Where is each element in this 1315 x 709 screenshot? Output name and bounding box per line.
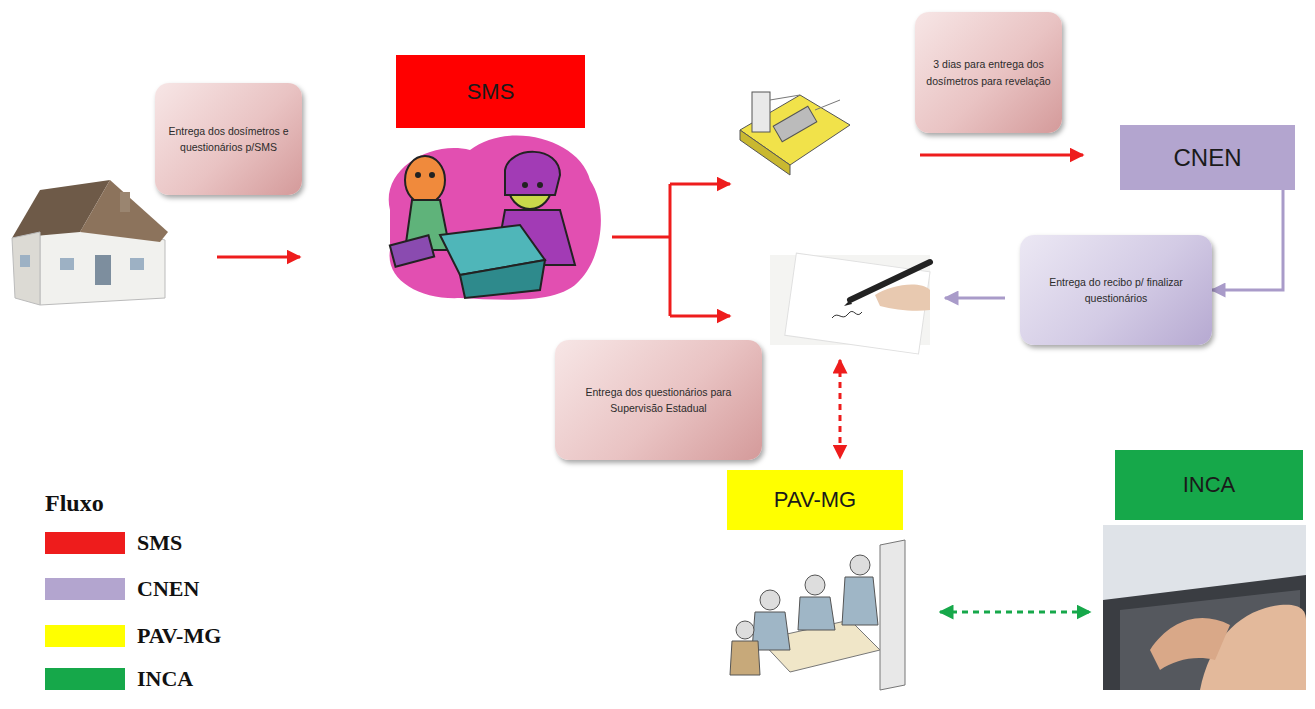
node-text: Entrega dos dosímetros e questionários p… — [165, 123, 292, 156]
legend-swatch — [45, 668, 125, 690]
node-text: INCA — [1183, 472, 1236, 498]
label-bar: PAV-MG — [727, 470, 903, 530]
note-box: 3 dias para entrega dos dosímetros para … — [915, 12, 1062, 133]
receipt-illustration — [770, 253, 930, 354]
legend-text: PAV-MG — [137, 623, 221, 649]
node-text: Entrega do recibo p/ finalizar questioná… — [1030, 274, 1202, 307]
label-bar: INCA — [1115, 450, 1303, 520]
legend-row: CNEN — [45, 576, 199, 602]
laptop-illustration — [1103, 525, 1306, 690]
node-text: Entrega dos questionários para Supervisã… — [565, 384, 752, 417]
note-box: Entrega do recibo p/ finalizar questioná… — [1020, 235, 1212, 345]
team-illustration — [730, 540, 905, 690]
note-box: Entrega dos dosímetros e questionários p… — [155, 83, 302, 195]
node-text: PAV-MG — [774, 487, 856, 513]
dosimeter-illustration — [740, 92, 850, 175]
flow-arrows — [217, 155, 1090, 612]
legend-text: SMS — [137, 530, 182, 556]
house-icon — [12, 180, 168, 305]
legend-row: PAV-MG — [45, 623, 221, 649]
legend-text: CNEN — [137, 576, 199, 602]
note-box: Entrega dos questionários para Supervisã… — [555, 340, 762, 460]
legend-text: INCA — [137, 666, 193, 692]
node-text: CNEN — [1173, 144, 1241, 172]
node-text: 3 dias para entrega dos dosímetros para … — [925, 56, 1052, 89]
legend-title: Fluxo — [45, 490, 104, 517]
flow-connector — [1212, 190, 1283, 290]
meeting-illustration — [389, 136, 601, 300]
label-bar: SMS — [396, 55, 585, 128]
legend-swatch — [45, 625, 125, 647]
label-bar: CNEN — [1120, 125, 1295, 190]
legend-swatch — [45, 578, 125, 600]
legend-row: INCA — [45, 666, 193, 692]
legend-swatch — [45, 532, 125, 554]
node-text: SMS — [467, 79, 515, 105]
legend-row: SMS — [45, 530, 182, 556]
